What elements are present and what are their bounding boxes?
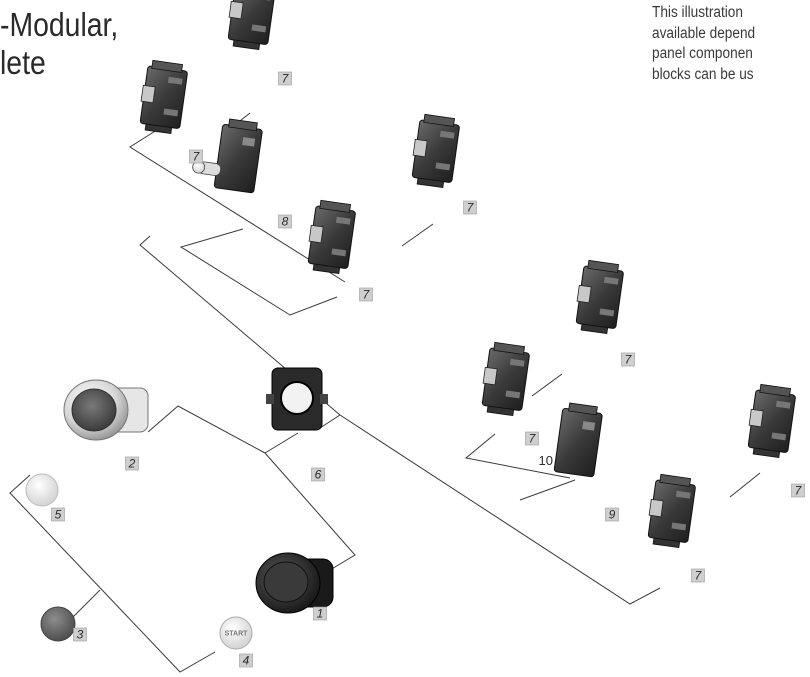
component-number: 6 (315, 468, 322, 482)
lens-cap-5 (26, 474, 58, 506)
legend-cap-4: START (220, 617, 252, 649)
component-tag-8: 8 (279, 215, 292, 229)
component-tag-6: 6 (312, 468, 325, 482)
component-tag-7: 7 (464, 201, 477, 215)
component-tag-7: 7 (792, 484, 805, 498)
connector-line (520, 480, 575, 500)
contact-block-7 (409, 114, 460, 189)
connector-line (320, 415, 340, 428)
component-number: 3 (77, 628, 84, 642)
component-tag-7: 7 (526, 432, 539, 446)
component-tag-7: 7 (692, 569, 705, 583)
component-number: 2 (128, 457, 136, 471)
component-tag-10: 10 (539, 453, 553, 468)
connector-line (265, 433, 298, 453)
component-number: 8 (282, 215, 289, 229)
connector-line (532, 374, 562, 396)
component-tag-1: 1 (314, 607, 327, 621)
component-tag-2: 2 (126, 457, 139, 471)
component-tag-7: 7 (622, 353, 635, 367)
component-tag-7: 7 (360, 288, 373, 302)
connector-line (730, 473, 760, 497)
component-tag-9: 9 (606, 508, 619, 522)
component-number: 1 (317, 607, 324, 621)
contact-block-7 (305, 200, 356, 275)
start-legend-text: START (225, 631, 249, 638)
component-tag-3: 3 (74, 628, 87, 642)
illuminated-pushbutton-2 (64, 380, 148, 440)
contact-block-7 (137, 60, 188, 135)
component-tag-7: 7 (190, 150, 203, 164)
component-number: 5 (55, 508, 62, 522)
connector-line (72, 590, 100, 618)
component-number: 10 (539, 453, 553, 468)
component-tag-7: 7 (279, 72, 292, 86)
connector-line (148, 406, 265, 453)
connector-line (466, 434, 570, 478)
lamp-block-9 (554, 402, 603, 477)
contact-block-7 (225, 0, 276, 51)
connector-line (402, 224, 433, 246)
pushbutton-1 (256, 553, 333, 613)
component-shapes: START (26, 0, 797, 649)
component-number: 9 (609, 508, 616, 522)
mounting-adapter-6 (266, 368, 328, 430)
component-tag-4: 4 (240, 654, 253, 668)
contact-block-7 (573, 260, 624, 335)
component-number: 4 (243, 654, 250, 668)
contact-block-7 (645, 474, 696, 549)
connector-line (265, 453, 355, 570)
contact-block-7 (745, 384, 796, 459)
colored-cap-3 (41, 607, 75, 641)
component-tag-5: 5 (52, 508, 65, 522)
contact-block-7 (479, 342, 530, 417)
